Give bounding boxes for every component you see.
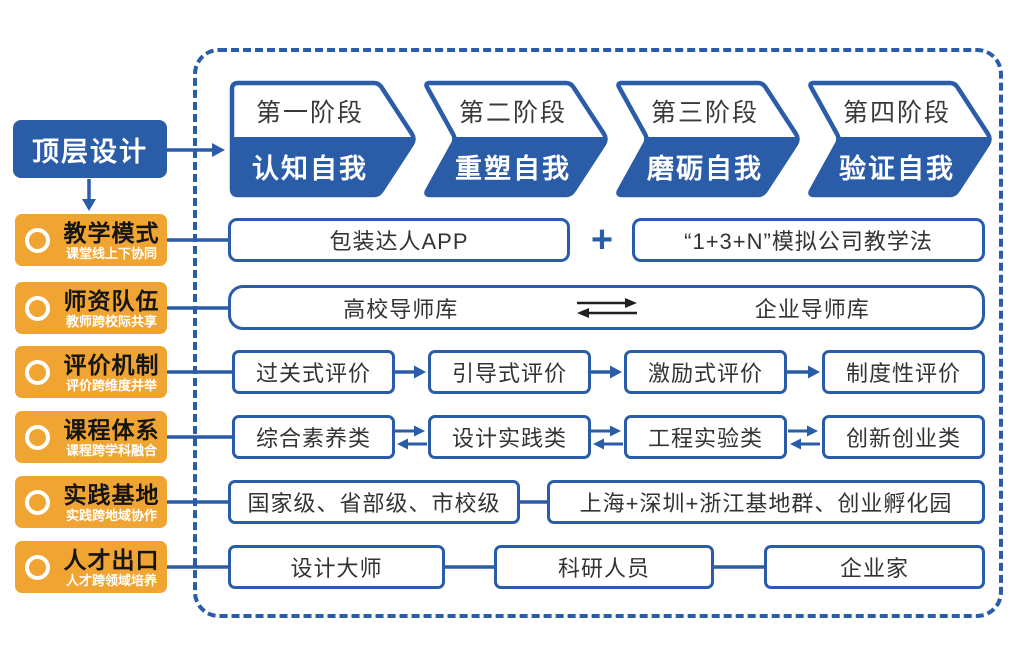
- teaching-box-method: “1+3+N”模拟公司教学法: [632, 218, 985, 262]
- ring-icon: [25, 489, 50, 515]
- side-label-subtitle: 评价跨维度并举: [65, 377, 157, 393]
- label-row-lines: [167, 238, 235, 569]
- top-to-teaching-arrow: [82, 179, 96, 211]
- stage-chevron-icon: [424, 80, 608, 198]
- faculty-box: 高校导师库 企业导师库: [228, 285, 985, 330]
- side-label-title: 师资队伍: [63, 287, 160, 314]
- exchange-arrows-icon: [576, 297, 637, 318]
- stage-chevron-icon: [808, 80, 992, 198]
- arrow-head-left-icon: [790, 438, 801, 450]
- curriculum-box-3: 工程实验类: [624, 415, 787, 459]
- ring-icon: [25, 554, 50, 580]
- arrow-head-right-icon: [414, 425, 425, 437]
- side-label-talent: 人才出口 人才跨领域培养: [15, 541, 167, 593]
- stage-theme: 认知自我: [252, 153, 368, 184]
- top-design-box: 顶层设计: [13, 120, 167, 178]
- arrow-head-right-icon: [610, 365, 622, 379]
- stage-1: 第一阶段 认知自我: [228, 80, 418, 198]
- stage-theme: 磨砺自我: [647, 153, 763, 184]
- evaluation-box-4: 制度性评价: [822, 350, 985, 394]
- stage-chevron-icon: [229, 80, 416, 198]
- dashed-container: [193, 48, 1003, 618]
- side-label-title: 评价机制: [63, 351, 160, 378]
- talent-box-3: 企业家: [764, 545, 985, 589]
- stage-phase: 第四阶段: [842, 99, 951, 127]
- side-label-title: 人才出口: [63, 546, 160, 573]
- teaching-box-app: 包装达人APP: [228, 218, 570, 262]
- arrow-head-right-icon: [212, 143, 225, 157]
- arrow-head-left-icon: [593, 438, 604, 450]
- arrow-head-left-icon: [397, 438, 408, 450]
- arrow-head-right-icon: [807, 425, 818, 437]
- side-label-evaluation: 评价机制 评价跨维度并举: [15, 346, 167, 398]
- curriculum-box-1: 综合素养类: [232, 415, 395, 459]
- side-label-subtitle: 课堂线上下协同: [65, 245, 157, 261]
- practice-box-bases: 上海+深圳+浙江基地群、创业孵化园: [547, 480, 985, 524]
- ring-icon: [25, 424, 50, 450]
- curriculum-exchange-arrows-3: [788, 425, 820, 450]
- stage-phase: 第一阶段: [255, 99, 364, 127]
- side-label-subtitle: 人才跨领域培养: [65, 572, 157, 588]
- stage-phase: 第三阶段: [650, 99, 759, 127]
- evaluation-arrow-1: [395, 365, 426, 379]
- curriculum-exchange-arrows-2: [591, 425, 623, 450]
- stage-2: 第二阶段 重塑自我: [420, 80, 610, 198]
- arrow-head-down-icon: [82, 199, 96, 211]
- ring-icon: [25, 227, 50, 253]
- side-label-curriculum: 课程体系 课程跨学科融合: [15, 411, 167, 463]
- stage-phase: 第二阶段: [458, 99, 567, 127]
- side-label-title: 教学模式: [63, 219, 160, 246]
- stage-3: 第三阶段 磨砺自我: [612, 80, 802, 198]
- side-label-title: 实践基地: [63, 481, 160, 508]
- stage-theme: 重塑自我: [455, 153, 571, 184]
- side-label-title: 课程体系: [63, 416, 160, 443]
- top-to-stages-arrow: [167, 143, 225, 157]
- evaluation-arrow-3: [787, 365, 820, 379]
- faculty-right-label: 企业导师库: [754, 296, 870, 322]
- evaluation-box-1: 过关式评价: [232, 350, 395, 394]
- side-label-faculty: 师资队伍 教师跨校际共享: [15, 282, 167, 334]
- arrow-head-right-icon: [610, 425, 621, 437]
- curriculum-exchange-arrows-1: [395, 425, 427, 450]
- arrow-head-right-icon: [808, 365, 820, 379]
- curriculum-box-4: 创新创业类: [822, 415, 985, 459]
- side-label-teaching: 教学模式 课堂线上下协同: [15, 214, 167, 266]
- side-label-practice: 实践基地 实践跨地域协作: [15, 476, 167, 528]
- practice-box-levels: 国家级、省部级、市校级: [228, 480, 520, 524]
- stage-theme: 验证自我: [839, 153, 955, 184]
- stage-chevron-icon: [616, 80, 800, 198]
- evaluation-box-2: 引导式评价: [428, 350, 591, 394]
- ring-icon: [25, 359, 50, 385]
- talent-box-2: 科研人员: [494, 545, 714, 589]
- stage-4: 第四阶段 验证自我: [804, 80, 994, 198]
- side-label-subtitle: 课程跨学科融合: [65, 442, 157, 458]
- side-label-subtitle: 实践跨地域协作: [65, 507, 157, 523]
- arrow-head-right-icon: [414, 365, 426, 379]
- talent-box-1: 设计大师: [228, 545, 445, 589]
- faculty-left-label: 高校导师库: [343, 296, 459, 322]
- top-design-label: 顶层设计: [32, 136, 148, 167]
- evaluation-box-3: 激励式评价: [624, 350, 787, 394]
- curriculum-box-2: 设计实践类: [428, 415, 591, 459]
- evaluation-arrow-2: [591, 365, 622, 379]
- ring-icon: [25, 295, 50, 321]
- plus-icon: +: [590, 218, 614, 261]
- side-label-subtitle: 教师跨校际共享: [65, 313, 157, 329]
